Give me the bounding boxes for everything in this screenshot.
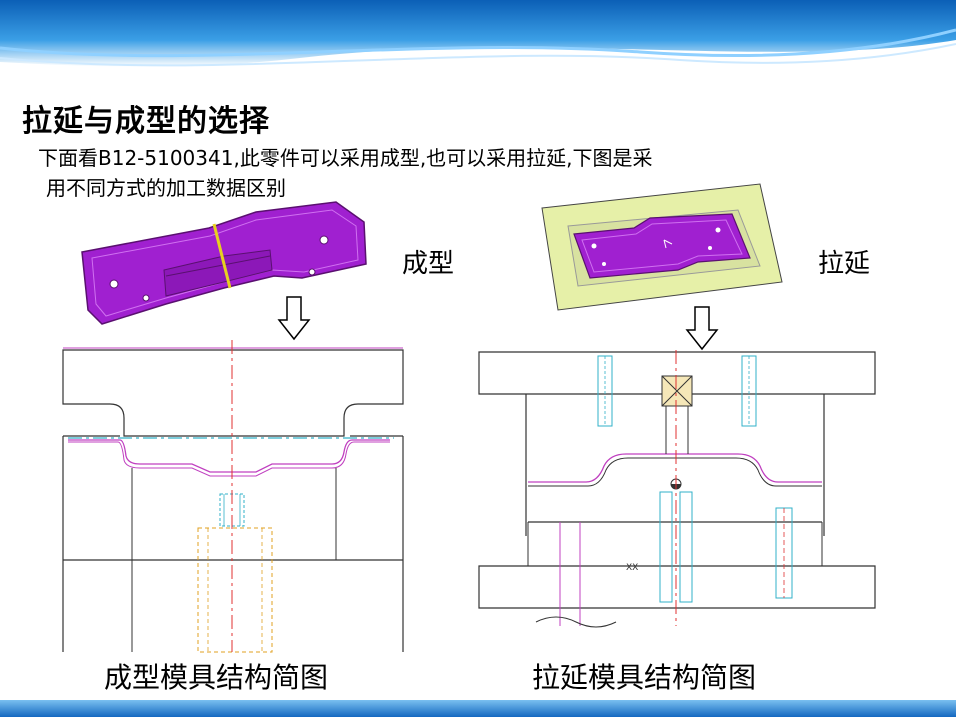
down-arrow-icon (685, 306, 719, 351)
description-line-2: 用不同方式的加工数据区别 (46, 176, 286, 200)
drawn-part-render (541, 183, 783, 311)
caption-drawing-mold: 拉延模具结构简图 (532, 661, 757, 694)
description-line-1: 下面看B12-5100341,此零件可以采用成型,也可以采用拉延,下图是采 (38, 146, 653, 170)
label-forming: 成型 (402, 249, 455, 279)
bottom-banner (0, 700, 956, 717)
label-drawing: 拉延 (818, 249, 871, 279)
top-banner (0, 0, 956, 88)
caption-forming-mold: 成型模具结构简图 (104, 661, 329, 694)
drawing-mold-drawing: XX (478, 350, 876, 628)
formed-part-render (81, 201, 367, 325)
down-arrow-icon (277, 296, 311, 341)
drawing-mark-xx: XX (626, 563, 638, 573)
slide-title: 拉延与成型的选择 (22, 104, 270, 139)
forming-mold-drawing (62, 340, 404, 653)
